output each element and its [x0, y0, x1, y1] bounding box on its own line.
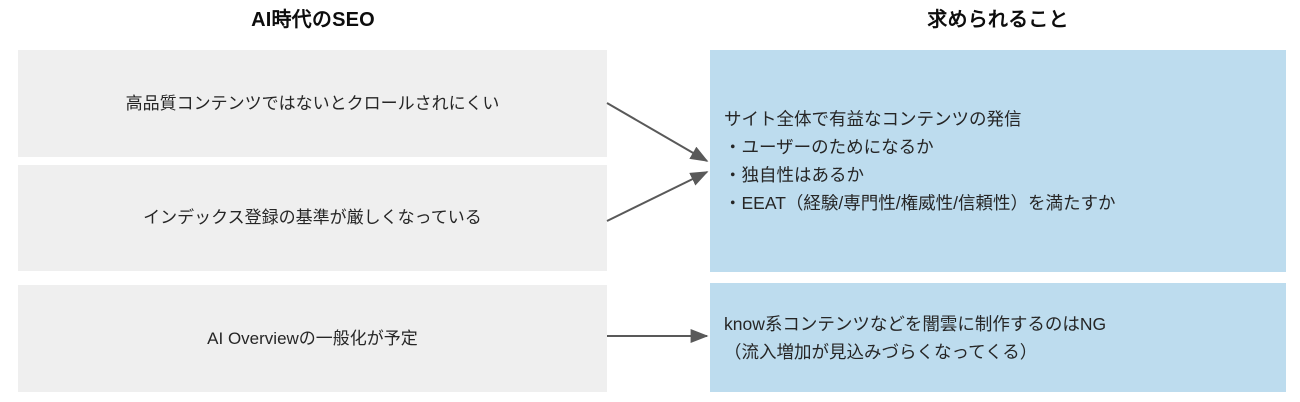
left-item-label-2: インデックス登録の基準が厳しくなっている [143, 208, 482, 227]
left-column-title: AI時代のSEO [251, 9, 375, 31]
arrow-left1-to-right1-icon [606, 102, 709, 162]
right-item-label-1: サイト全体で有益なコンテンツの発信 ・ユーザーのためになるか ・独自性はあるか … [724, 109, 1116, 213]
left-item-box-2[interactable]: インデックス登録の基準が厳しくなっている [18, 165, 607, 271]
left-item-box-3[interactable]: AI Overviewの一般化が予定 [18, 285, 607, 392]
right-item-box-2[interactable]: know系コンテンツなどを闇雲に制作するのはNG （流入増加が見込みづらくなって… [710, 283, 1286, 392]
left-item-box-1[interactable]: 高品質コンテンツではないとクロールされにくい [18, 50, 607, 157]
right-item-label-2: know系コンテンツなどを闇雲に制作するのはNG （流入増加が見込みづらくなって… [724, 313, 1107, 362]
right-column-title: 求められること [927, 9, 1069, 31]
arrow-left2-to-right1-icon [606, 171, 709, 222]
left-item-label-3: AI Overviewの一般化が予定 [207, 328, 418, 348]
left-item-label-1: 高品質コンテンツではないとクロールされにくい [125, 93, 500, 113]
right-item-box-1[interactable]: サイト全体で有益なコンテンツの発信 ・ユーザーのためになるか ・独自性はあるか … [710, 50, 1286, 272]
